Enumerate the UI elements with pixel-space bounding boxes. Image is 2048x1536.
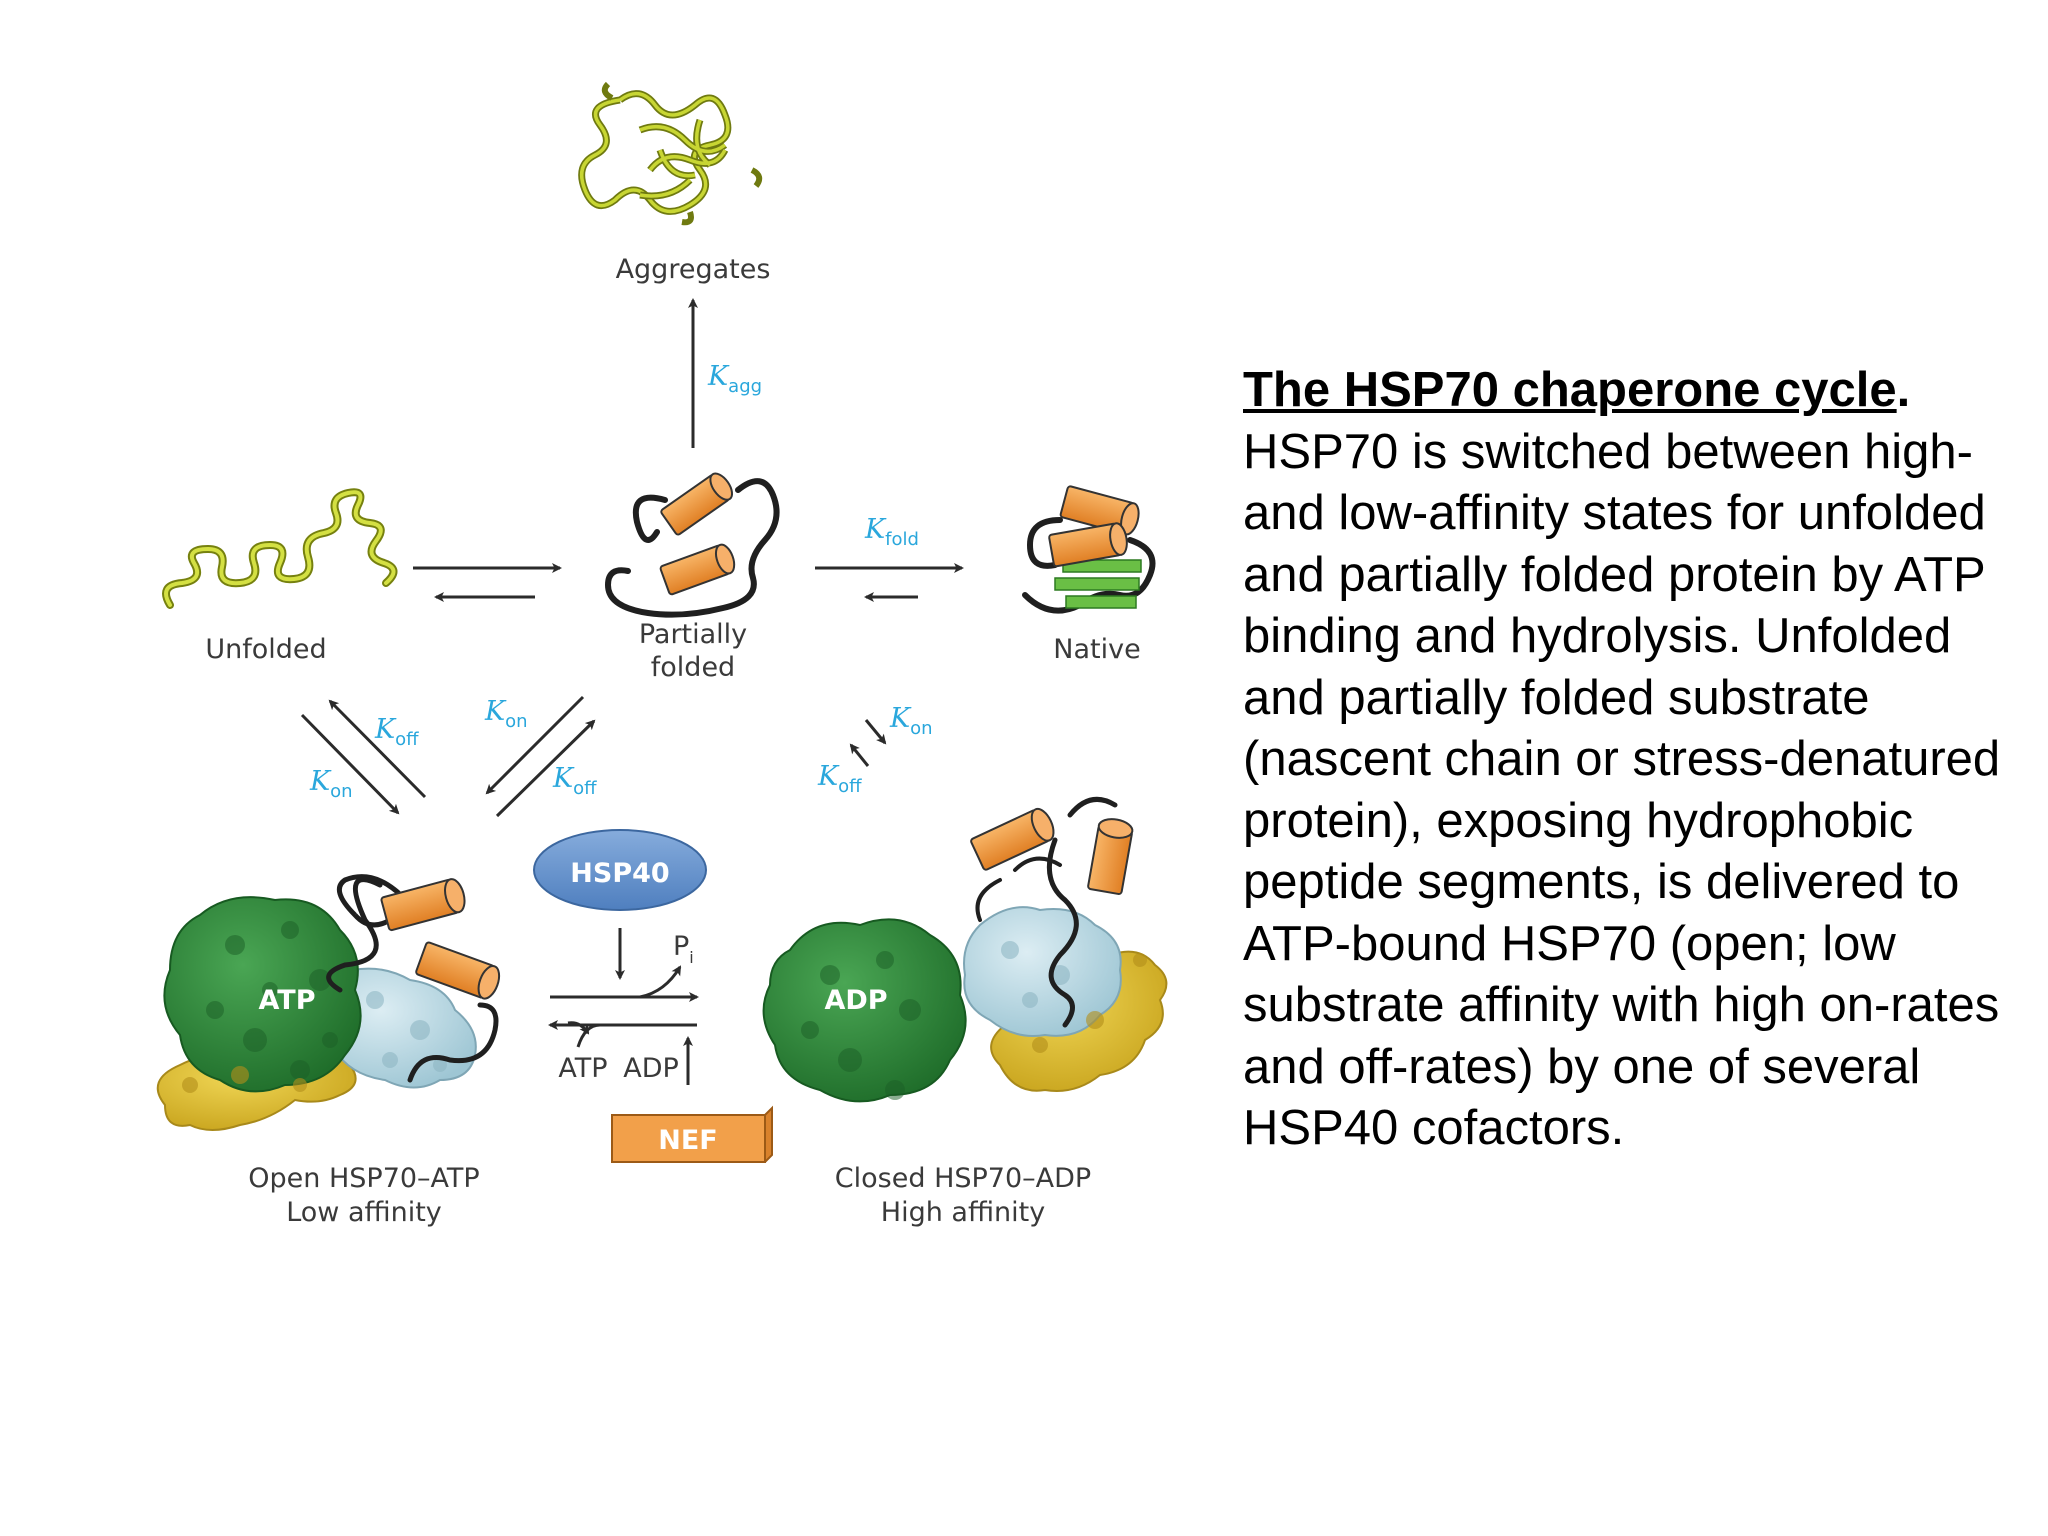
nef-cofactor (611, 1105, 773, 1163)
k-on-label-3: Kon (889, 703, 933, 739)
native-koff-arrow (849, 743, 870, 767)
atp-bound-label: ATP (258, 985, 315, 1016)
open-complex-label-line1: Open HSP70–ATP (248, 1163, 479, 1194)
k-on-label-2: Kon (484, 696, 528, 732)
k-fold-label: Kfold (864, 514, 919, 550)
partial-kon-arrow (485, 695, 585, 795)
nef-label: NEF (658, 1125, 717, 1156)
native-protein-icon (1022, 485, 1156, 614)
k-off-label-1: Koff (374, 714, 419, 750)
caption-title-period: . (1896, 363, 1911, 417)
native-label: Native (1053, 634, 1140, 665)
unfolded-koff-arrow (328, 699, 427, 799)
hsp40-label: HSP40 (570, 858, 669, 889)
unfolded-kon-arrow (300, 713, 400, 815)
aggregates-icon (578, 81, 763, 226)
closed-complex-label-line2: High affinity (881, 1197, 1045, 1228)
open-hsp70-atp-structure (156, 874, 501, 1131)
closed-complex-label-line1: Closed HSP70–ADP (835, 1163, 1091, 1194)
k-on-label-1: Kon (309, 766, 353, 802)
hsp70-cycle-diagram: Aggregates Kagg Unfolded Partially folde… (156, 81, 1168, 1228)
adp-bound-label: ADP (824, 985, 887, 1016)
adp-out-label: ADP (623, 1053, 679, 1084)
caption-body: HSP70 is switched between high- and low-… (1243, 424, 2001, 1156)
atp-in-label: ATP (558, 1053, 607, 1084)
figure-caption: The HSP70 chaperone cycle. HSP70 is swit… (1243, 360, 2023, 1160)
atp-uptake-arrow (576, 1023, 601, 1048)
caption-title: The HSP70 chaperone cycle (1243, 363, 1897, 417)
unfolded-label: Unfolded (205, 634, 326, 665)
k-agg-label: Kagg (707, 361, 762, 397)
closed-hsp70-adp-structure (762, 796, 1168, 1103)
pi-release-arrow (639, 965, 682, 999)
partially-folded-label-line1: Partially (639, 619, 747, 650)
hsp40-cofactor (533, 829, 707, 911)
aggregates-label: Aggregates (616, 254, 771, 285)
k-off-label-2: Koff (552, 763, 597, 799)
partially-folded-protein-icon (604, 472, 780, 618)
pi-label: Pi (673, 931, 694, 967)
partially-folded-label-line2: folded (651, 652, 735, 683)
partial-koff-arrow (495, 719, 596, 818)
native-kon-arrow (864, 719, 887, 745)
unfolded-chain-icon (162, 488, 398, 609)
open-complex-label-line2: Low affinity (286, 1197, 442, 1228)
k-off-label-3: Koff (817, 761, 862, 797)
